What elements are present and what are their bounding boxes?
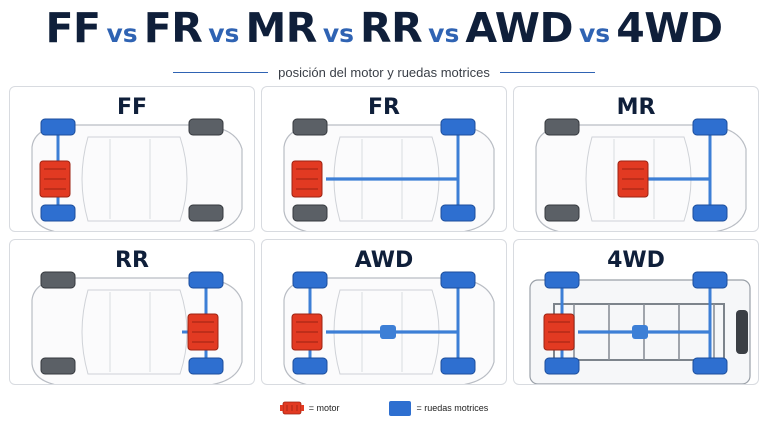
title-vs-5: vs [579, 19, 611, 48]
engine-block [543, 313, 575, 351]
car-diagram-awd [283, 271, 495, 384]
card-ff: FF [9, 86, 255, 232]
rear-right-wheel [692, 204, 728, 222]
front-left-wheel [544, 271, 580, 289]
title-mr: MR [245, 4, 317, 52]
engine-block [617, 160, 649, 198]
front-left-wheel [40, 118, 76, 136]
card-rr: RR [9, 239, 255, 385]
subtitle-rule-left [173, 71, 269, 73]
front-right-wheel [40, 204, 76, 222]
card-4wd: 4WD [513, 239, 759, 385]
card-label-fr: FR [368, 95, 400, 120]
card-label-rr: RR [115, 248, 149, 273]
title-awd: AWD [465, 4, 574, 52]
card-label-4wd: 4WD [607, 248, 665, 273]
subtitle-rule-right [499, 71, 595, 73]
engine-icon [279, 401, 304, 415]
title-vs-3: vs [322, 19, 355, 48]
legend-motor-label: = motor [308, 403, 340, 413]
car-cabin [333, 289, 440, 375]
rear-left-wheel [440, 118, 476, 136]
rear-right-wheel [692, 357, 728, 375]
rear-left-wheel [692, 271, 728, 289]
subtitle-row: posición del motor y ruedas motrices [0, 64, 768, 80]
car-diagram-rr [31, 271, 243, 384]
front-right-wheel [292, 357, 328, 375]
engine-block [291, 160, 323, 198]
front-right-wheel [544, 204, 580, 222]
rear-left-wheel [440, 271, 476, 289]
transfer-case [632, 325, 648, 339]
front-left-wheel [292, 118, 328, 136]
card-mr: MR [513, 86, 759, 232]
legend: = motor = ruedas motrices [0, 398, 768, 418]
spare-tire [736, 310, 748, 354]
card-awd: AWD [261, 239, 507, 385]
car-cabin [81, 136, 188, 222]
front-right-wheel [40, 357, 76, 375]
front-right-wheel [544, 357, 580, 375]
drive-wheel-swatch [389, 400, 412, 416]
rear-left-wheel [188, 118, 224, 136]
car-diagram-fr [283, 118, 495, 231]
rear-right-wheel [188, 357, 224, 375]
card-label-mr: MR [616, 95, 656, 120]
rear-right-wheel [188, 204, 224, 222]
title-vs-4: vs [428, 19, 460, 48]
front-left-wheel [40, 271, 76, 289]
rear-left-wheel [692, 118, 728, 136]
transfer-case [380, 325, 396, 339]
subtitle: posición del motor y ruedas motrices [278, 64, 490, 80]
title-vs-1: vs [106, 19, 138, 48]
title-rr: RR [360, 4, 423, 52]
car-cabin [585, 136, 692, 222]
front-left-wheel [292, 271, 328, 289]
legend-wheels: = ruedas motrices [389, 400, 489, 416]
rear-right-wheel [440, 357, 476, 375]
title-ff: FF [45, 4, 101, 52]
front-right-wheel [292, 204, 328, 222]
title-vs-2: vs [208, 19, 240, 48]
front-left-wheel [544, 118, 580, 136]
title-4wd: 4WD [616, 4, 723, 52]
engine-block [39, 160, 71, 198]
rear-left-wheel [188, 271, 224, 289]
engine-block [187, 313, 219, 351]
car-diagram-4wd [529, 271, 751, 384]
title-fr: FR [143, 4, 203, 52]
legend-motor: = motor [279, 400, 340, 416]
legend-wheels-label: = ruedas motrices [416, 403, 489, 413]
card-label-ff: FF [116, 95, 148, 120]
card-fr: FR [261, 86, 507, 232]
car-diagram-ff [31, 118, 243, 231]
car-cabin [81, 289, 188, 375]
card-label-awd: AWD [354, 248, 414, 273]
rear-right-wheel [440, 204, 476, 222]
car-cabin [333, 136, 440, 222]
engine-block [291, 313, 323, 351]
car-diagram-mr [535, 118, 747, 231]
